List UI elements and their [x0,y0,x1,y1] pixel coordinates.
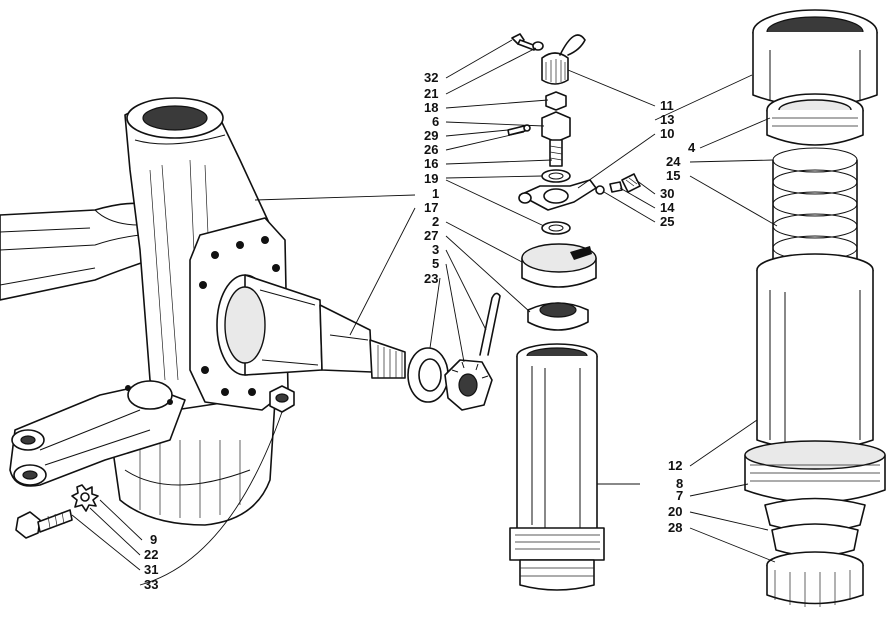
outer-tube-12 [756,253,874,451]
callout-2: 2 [432,214,439,229]
callout-10: 10 [660,126,674,141]
seal-27 [527,302,589,331]
screw-32 [511,33,537,51]
callout-33: 33 [144,577,158,592]
callout-labels: 32 21 18 6 29 26 16 19 1 17 2 27 3 5 23 … [144,70,696,592]
callout-29: 29 [424,128,438,143]
washer-19-top [541,169,571,183]
washer-23 [407,347,449,403]
callout-15: 15 [666,168,680,183]
callout-18: 18 [424,100,438,115]
callout-21: 21 [424,86,438,101]
callout-23: 23 [424,271,438,286]
callout-3: 3 [432,242,439,257]
banjo-bolt-6 [541,111,571,167]
callout-11: 11 [660,98,674,113]
callout-8: 8 [676,476,683,491]
callout-30: 30 [660,186,674,201]
callout-32: 32 [424,70,438,85]
washer-19-bottom [541,221,571,235]
callout-31: 31 [144,562,158,577]
callout-26: 26 [424,142,438,157]
leader-lines [71,39,778,586]
kingpin-tube-8 [509,343,605,591]
banjo-fitting-10 [518,179,597,211]
callout-4: 4 [688,140,696,155]
callout-20: 20 [668,504,682,519]
grease-cap-11 [541,34,586,85]
axle-beam [0,202,151,301]
spring-15 [772,147,858,261]
fitting-30 [621,173,641,193]
boot-20 [764,497,866,557]
ball-29 [523,124,531,132]
callout-28: 28 [668,520,682,535]
callout-14: 14 [660,200,675,215]
spring-14 [609,181,623,193]
callout-13: 13 [660,112,674,127]
callout-1: 1 [432,186,439,201]
callout-22: 22 [144,547,158,562]
callout-5: 5 [432,256,439,271]
bottom-nut-28 [766,551,864,607]
nut-18 [545,91,567,111]
callout-19: 19 [424,171,438,186]
ring-7 [744,440,886,504]
callout-24: 24 [666,154,681,169]
steering-knuckle [9,97,406,526]
callout-16: 16 [424,156,438,171]
callout-9: 9 [150,532,157,547]
upper-cap-2 [521,243,597,288]
spring-seat-4 [766,93,864,146]
castle-nut-5 [444,359,493,411]
callout-27: 27 [424,228,438,243]
callout-6: 6 [432,114,439,129]
callout-17: 17 [424,200,438,215]
cotter-pin-3 [479,292,501,356]
callout-25: 25 [660,214,674,229]
ball-25 [595,185,605,195]
callout-12: 12 [668,458,682,473]
dust-cover-13 [752,9,878,108]
knuckle-fasteners [15,385,295,539]
callout-7: 7 [676,488,683,503]
